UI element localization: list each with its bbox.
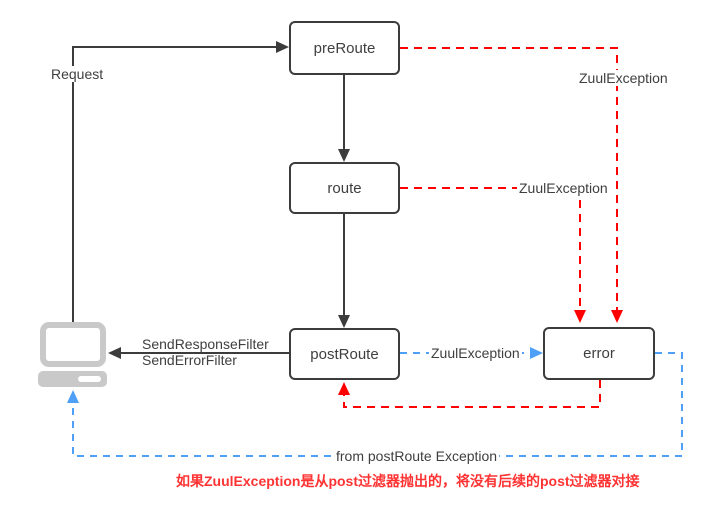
edge-preroute-exception-line (400, 47, 618, 311)
diagram-note: 如果ZuulException是从post过滤器抛出的，将没有后续的post过滤… (176, 473, 640, 489)
normal-flow-lines (72, 46, 345, 354)
edge-label-route-exception: ZuulException (519, 180, 608, 196)
exception-flow-lines (343, 47, 618, 408)
arrowhead-into-preroute (276, 41, 289, 53)
exception-flow-arrowheads (338, 310, 623, 395)
post-exception-flow-arrowheads (67, 347, 543, 403)
node-route-label: route (327, 179, 362, 197)
edge-error-to-postroute-line (343, 380, 601, 408)
edge-label-send-filters: SendResponseFilter SendErrorFilter (142, 336, 269, 368)
edge-label-from-postroute-exception: from postRoute Exception (334, 448, 500, 464)
edge-label-send-error-filter: SendErrorFilter (142, 352, 237, 368)
laptop-base (38, 371, 107, 387)
node-postroute: postRoute (289, 328, 400, 380)
edge-label-preroute-exception: ZuulException (577, 70, 670, 86)
node-preroute-label: preRoute (313, 39, 376, 57)
node-preroute: preRoute (289, 21, 400, 75)
arrowhead-route-exception-into-error (574, 310, 586, 323)
edge-label-send-response-filter: SendResponseFilter (142, 336, 269, 352)
edge-label-request: Request (49, 66, 106, 82)
arrowhead-into-route (338, 149, 350, 162)
node-route: route (289, 162, 400, 214)
arrowhead-into-postroute (338, 315, 350, 328)
node-error-label: error (583, 345, 615, 362)
normal-flow-arrowheads (108, 41, 350, 359)
node-error: error (543, 327, 655, 380)
edge-error-to-client-line (72, 352, 683, 457)
arrowhead-preroute-exception-into-error (611, 310, 623, 323)
arrowhead-exception-into-client (67, 390, 79, 403)
edge-label-postroute-exception: ZuulException (429, 345, 522, 361)
laptop-screen (40, 322, 106, 367)
arrowhead-postroute-exception-into-error (530, 347, 543, 359)
arrowhead-error-into-postroute (338, 382, 350, 395)
edge-request-line (72, 46, 277, 322)
laptop-slot (78, 376, 101, 382)
node-postroute-label: postRoute (310, 345, 379, 363)
arrowhead-into-client (108, 347, 121, 359)
